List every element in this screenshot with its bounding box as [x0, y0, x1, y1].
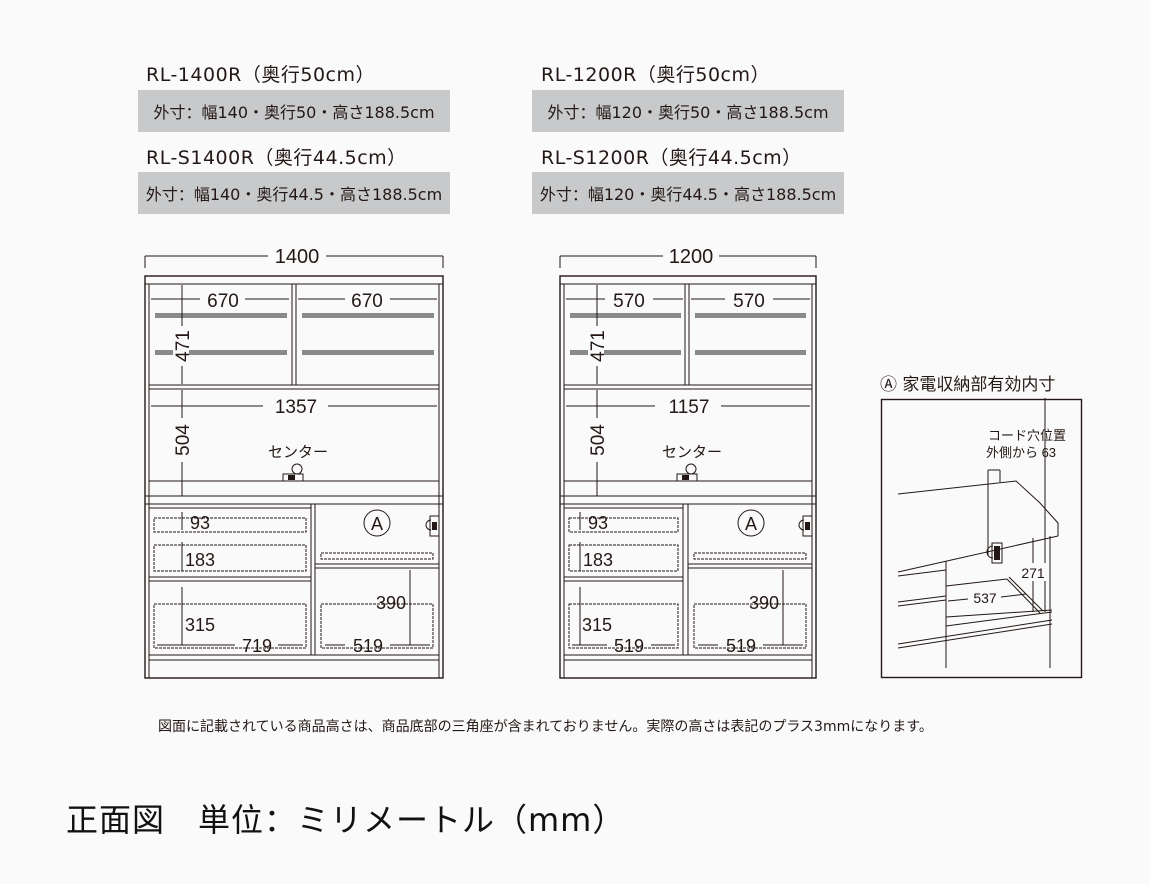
dim-drawer1-height: 93: [190, 513, 210, 533]
height-note: 図面に記載されている商品高さは、商品底部の三角座が含まれておりません。実際の高さ…: [158, 719, 933, 735]
dim-middle-height: 504: [173, 424, 194, 456]
cord-note-line2: 外側から 63: [986, 445, 1056, 460]
dim-drawer3-height: 315: [582, 615, 612, 635]
dim-drawer1-height: 93: [588, 513, 608, 533]
spec-box-rl-s1400r: 外寸：幅140・奥行44.5・高さ188.5cm: [138, 172, 450, 214]
dim-drawer3-width: 719: [242, 636, 272, 656]
dim-lower-right-height: 390: [376, 593, 406, 613]
dim-appliance-depth: 537: [973, 590, 997, 606]
dim-drawer2-height: 183: [185, 550, 215, 570]
spec-box-rl-1400r: 外寸：幅140・奥行50・高さ188.5cm: [138, 90, 450, 132]
dim-drawer3-height: 315: [185, 615, 215, 635]
dim-middle-height: 504: [588, 424, 609, 456]
dim-lower-right-width: 519: [353, 636, 383, 656]
model-title-rl-1400r: RL-1400R（奥行50cm）: [146, 64, 375, 86]
svg-text:A: A: [371, 514, 383, 534]
dim-total-width: 1400: [275, 246, 320, 268]
dim-upper-right-width: 570: [733, 291, 765, 312]
dim-upper-height: 471: [588, 330, 609, 362]
model-title-rl-1200r: RL-1200R（奥行50cm）: [541, 64, 770, 86]
svg-text:A: A: [745, 514, 757, 534]
appliance-marker: [737, 509, 765, 537]
dim-upper-left-width: 670: [207, 291, 239, 312]
center-label: センター: [268, 444, 328, 461]
front-drawing-1400: 1400 670 670 471 1357 504 センター 93 183 31…: [144, 246, 444, 679]
model-title-rl-s1200r: RL-S1200R（奥行44.5cm）: [541, 147, 802, 169]
dim-upper-height: 471: [173, 330, 194, 362]
dim-middle-width: 1357: [275, 397, 317, 418]
page-title: 正面図 単位：ミリメートル（mm）: [66, 801, 626, 839]
appliance-marker: [363, 509, 391, 537]
cord-note-line1: コード穴位置: [988, 428, 1066, 443]
model-title-rl-s1400r: RL-S1400R（奥行44.5cm）: [146, 147, 407, 169]
spec-box-rl-s1200r: 外寸：幅120・奥行44.5・高さ188.5cm: [532, 172, 844, 214]
dim-middle-width: 1157: [669, 397, 710, 418]
detail-title: Ⓐ 家電収納部有効内寸: [880, 375, 1056, 395]
dim-total-width: 1200: [669, 246, 714, 268]
dim-drawer2-height: 183: [583, 550, 613, 570]
outlet-icon: [685, 463, 697, 475]
center-label: センター: [662, 444, 722, 461]
dim-lower-right-width: 519: [726, 636, 756, 656]
outlet-icon: [291, 463, 303, 475]
dim-upper-right-width: 670: [351, 291, 383, 312]
dim-upper-left-width: 570: [613, 291, 645, 312]
spec-box-rl-1200r: 外寸：幅120・奥行50・高さ188.5cm: [532, 90, 844, 132]
appliance-detail-drawing: コード穴位置 外側から 63 271 537: [880, 398, 1083, 679]
front-drawing-1200: 1200 570 570 471 1157 504 センター 93 183 31…: [559, 246, 817, 679]
dim-appliance-height: 271: [1021, 565, 1045, 581]
dim-drawer3-width: 519: [614, 636, 644, 656]
dim-lower-right-height: 390: [749, 593, 779, 613]
